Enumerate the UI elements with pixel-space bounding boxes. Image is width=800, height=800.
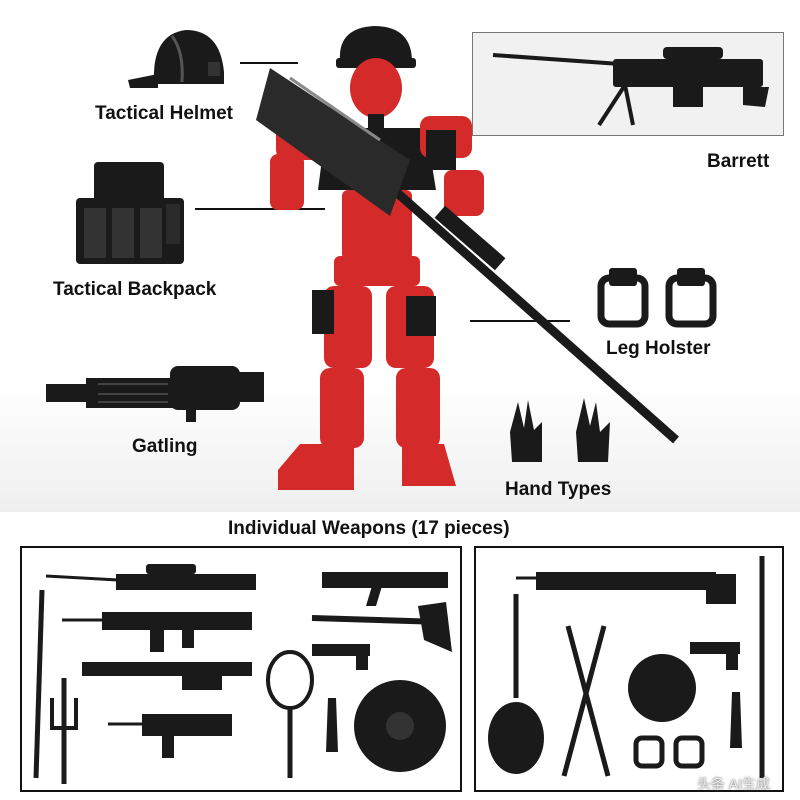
tactical-backpack-image [76, 162, 184, 264]
leg-holster-label: Leg Holster [606, 338, 711, 359]
gatling-gun-image [46, 366, 264, 422]
barrett-image-box [472, 32, 784, 136]
weapons-left-image [33, 564, 452, 784]
tactical-helmet-label: Tactical Helmet [95, 103, 233, 124]
hand-types-label: Hand Types [505, 479, 612, 500]
weapons-right-image [488, 556, 765, 778]
weapons-section-title: Individual Weapons (17 pieces) [228, 518, 510, 539]
weapons-panel-left [20, 546, 462, 792]
backpack-pointer-line [195, 208, 325, 210]
barrett-label: Barrett [707, 151, 770, 172]
leg-holster-image [597, 268, 717, 328]
watermark-text: 头条 AI生成 [696, 776, 770, 792]
tactical-backpack-label: Tactical Backpack [53, 279, 217, 300]
helmet-pointer-line [240, 62, 298, 64]
barrett-rifle-image [492, 47, 769, 127]
hand-types-image [510, 398, 610, 462]
gatling-label: Gatling [132, 436, 198, 457]
action-figure-image [256, 26, 679, 490]
weapons-panel-right [474, 546, 784, 792]
holster-pointer-line [470, 320, 570, 322]
tactical-helmet-image [128, 30, 224, 88]
